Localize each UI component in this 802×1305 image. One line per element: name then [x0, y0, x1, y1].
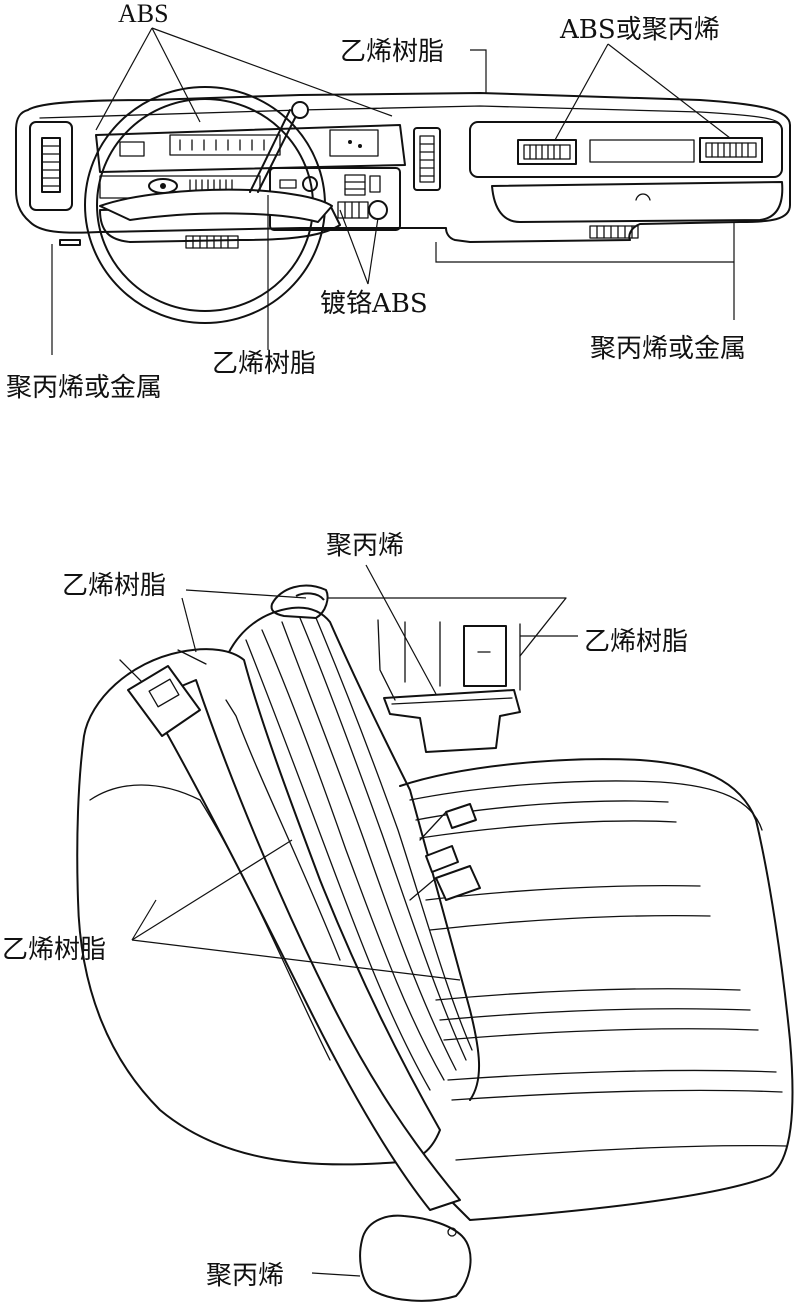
- speedometer-ticks: [179, 139, 265, 151]
- belt-buckle-2: [425, 845, 459, 873]
- label-pp-or-metal-right: 聚丙烯或金属: [590, 334, 746, 364]
- odometer-box: [119, 141, 145, 157]
- seat-illustration: [76, 584, 794, 1302]
- right-vent-left: [517, 139, 577, 165]
- right-vent-right: [699, 137, 763, 163]
- belt-latch-plate: [127, 665, 201, 737]
- seat-leaders: [131, 564, 578, 1277]
- label-vinyl-panel: 乙烯树脂: [584, 627, 688, 657]
- rear-panel-edge: [319, 597, 567, 657]
- left-vent-slats: [41, 145, 61, 187]
- seat-back-outline: [227, 606, 480, 1101]
- belt-latch-slot: [148, 678, 180, 708]
- right-panel: [469, 121, 783, 178]
- seat-back-stripes: [225, 617, 473, 1091]
- glovebox: [491, 181, 784, 223]
- shoulder-belt: [147, 679, 461, 1211]
- rear-pillar: [377, 619, 396, 701]
- lower-shelf: [99, 204, 341, 243]
- dashboard-leaders: [51, 27, 735, 355]
- label-chrome-abs: 镀铬ABS: [320, 289, 428, 319]
- cluster-window: [169, 134, 281, 156]
- armrest-end-cap: [359, 1214, 472, 1302]
- seat-cushion-stripes: [409, 780, 787, 1161]
- seat-labels: 聚丙烯 乙烯树脂 乙烯树脂 乙烯树脂 聚丙烯: [2, 531, 688, 1291]
- label-pp-bottom: 聚丙烯: [206, 1261, 284, 1291]
- center-left-vent: [413, 127, 441, 191]
- label-vinyl-bottom: 乙烯树脂: [212, 349, 316, 379]
- left-vent-housing: [29, 121, 73, 211]
- left-vent: [41, 137, 61, 193]
- label-vinyl-headrest: 乙烯树脂: [62, 571, 166, 601]
- right-center-panel: [589, 139, 695, 163]
- label-vinyl-top: 乙烯树脂: [340, 37, 444, 67]
- belt-buckle-3: [435, 865, 481, 901]
- label-pp-or-metal-left: 聚丙烯或金属: [6, 373, 162, 403]
- seat-cushion-outline: [399, 758, 794, 1221]
- label-abs-or-pp: ABS或聚丙烯: [559, 15, 720, 45]
- lower-vent-right: [589, 225, 639, 239]
- steering-spoke: [249, 109, 291, 193]
- steering-wheel-hub: [99, 188, 333, 223]
- label-abs: ABS: [118, 0, 169, 28]
- rear-door-panel: [463, 625, 507, 687]
- glovebox-latch: [635, 193, 651, 201]
- label-pp-top: 聚丙烯: [326, 531, 404, 561]
- steering-column-knob: [291, 101, 309, 119]
- center-console: [383, 689, 521, 753]
- instrument-cluster: [95, 124, 406, 173]
- dashboard-illustration: [15, 86, 791, 324]
- dashboard-outline: [15, 92, 791, 243]
- control-knob: [368, 200, 388, 220]
- dashboard-labels: ABS 乙烯树脂 ABS或聚丙烯 镀铬ABS 乙烯树脂 聚丙烯或金属 聚丙烯或金…: [6, 0, 746, 403]
- left-bracket: [59, 239, 81, 246]
- gauge-box: [329, 129, 379, 157]
- lower-vent-left: [185, 235, 239, 249]
- label-vinyl-cushion: 乙烯树脂: [2, 935, 106, 965]
- belt-buckle-1: [445, 803, 477, 829]
